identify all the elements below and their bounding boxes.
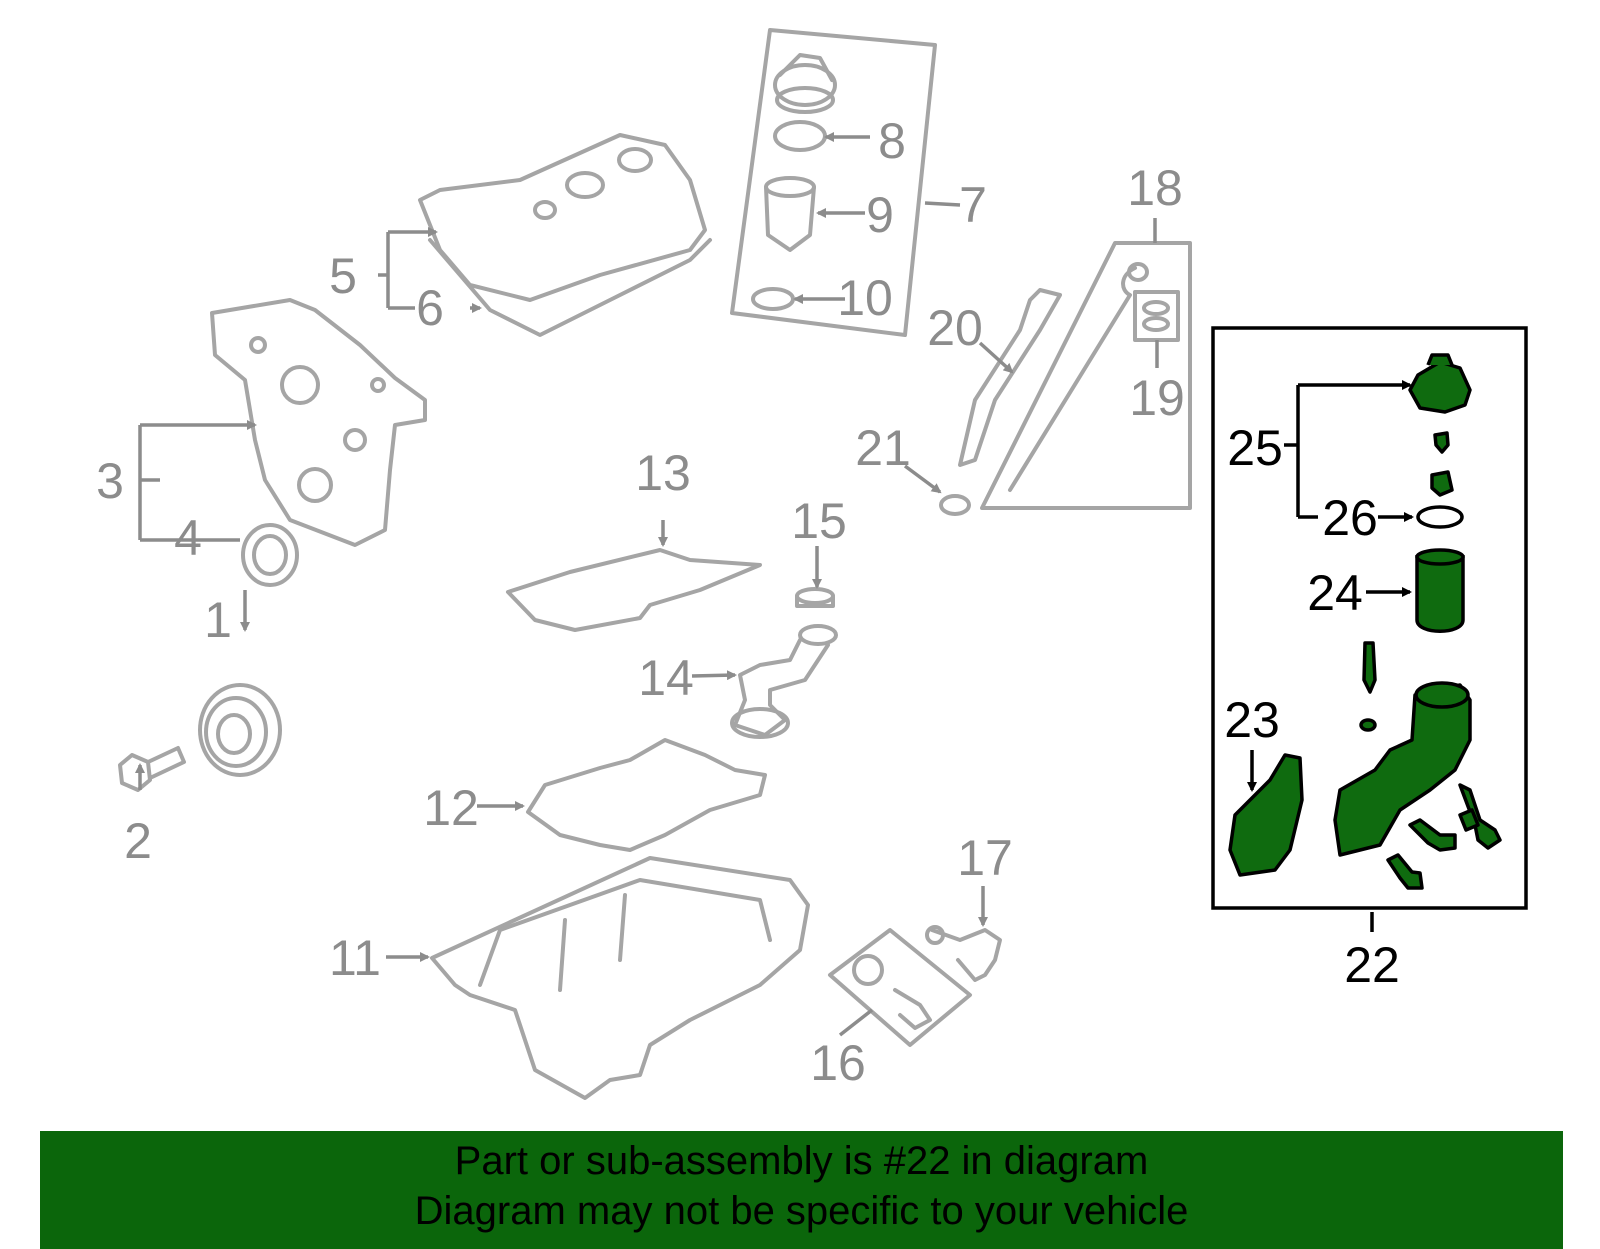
filler-seal-part — [773, 120, 827, 152]
callout-23: 23 — [1224, 692, 1280, 748]
oil-filler-group-box — [730, 28, 937, 337]
callout-7: 7 — [959, 177, 987, 233]
callout-10: 10 — [837, 270, 893, 326]
callout-21: 21 — [855, 420, 911, 476]
callout-labels: 1 2 3 4 5 6 7 8 9 10 11 12 13 14 15 16 1… — [96, 113, 1400, 1091]
callout-15: 15 — [791, 493, 847, 549]
callout-5: 5 — [329, 248, 357, 304]
windage-tray-part — [506, 548, 762, 632]
oil-pan-part — [430, 856, 810, 1100]
dipstick-seal-box — [1133, 290, 1180, 342]
callout-26: 26 — [1322, 490, 1378, 546]
valve-cover-gasket-part — [428, 238, 712, 337]
housing-bolt-part — [1458, 783, 1502, 850]
leader-lines — [135, 132, 1159, 1037]
cap-o-ring-part — [1416, 505, 1464, 529]
housing-bolt-part-3 — [1386, 853, 1424, 890]
banner-line-1: Part or sub-assembly is #22 in diagram — [454, 1139, 1149, 1183]
callout-3: 3 — [96, 453, 124, 509]
callout-1: 1 — [204, 592, 232, 648]
housing-plug-part-2 — [1458, 808, 1480, 832]
pickup-seal-part — [795, 587, 835, 608]
callout-14: 14 — [638, 650, 694, 706]
callout-11: 11 — [329, 930, 381, 986]
dipstick-seal-part-2 — [1142, 316, 1170, 332]
dipstick-group-box — [980, 241, 1192, 510]
callout-2: 2 — [124, 813, 152, 869]
callout-16: 16 — [810, 1035, 866, 1091]
housing-bolt-part-2 — [1408, 818, 1457, 852]
oil-pressure-sensor-part — [925, 925, 1002, 982]
callout-22: 22 — [1344, 937, 1400, 993]
oil-filter-part — [1415, 548, 1465, 633]
oil-filter-housing-group-box — [1211, 326, 1528, 910]
banner-line-2: Diagram may not be specific to your vehi… — [414, 1189, 1189, 1233]
drain-plug-part — [852, 954, 932, 1030]
oil-pump-pickup-part — [730, 624, 838, 739]
filler-o-ring-part — [751, 287, 795, 311]
callout-19: 19 — [1129, 370, 1185, 426]
callout-17: 17 — [957, 830, 1013, 886]
drain-plug-group-box — [828, 928, 972, 1047]
info-banner: Part or sub-assembly is #22 in diagram D… — [40, 1131, 1563, 1249]
oil-pan-gasket-part — [526, 738, 767, 852]
tube-o-ring-part — [939, 494, 971, 516]
callout-25: 25 — [1227, 420, 1283, 476]
bolt-part — [118, 746, 186, 792]
callout-4: 4 — [174, 510, 202, 566]
timing-cover-part — [210, 298, 427, 547]
balancer-pulley-part — [198, 683, 282, 777]
housing-stud-part — [1362, 641, 1377, 694]
dipstick-seal-part — [1142, 300, 1170, 316]
dipstick-tube-part — [958, 288, 1062, 467]
callout-24: 24 — [1307, 565, 1363, 621]
oil-filter-housing-part — [1333, 681, 1472, 857]
callout-18: 18 — [1127, 160, 1183, 216]
callout-12: 12 — [423, 780, 479, 836]
valve-seal-part — [1430, 470, 1454, 497]
callout-6: 6 — [416, 280, 444, 336]
oil-filler-cap-part — [773, 53, 837, 114]
leader-lines-highlight — [1247, 380, 1414, 932]
filler-tube-part — [764, 176, 816, 252]
housing-plug-part — [1359, 718, 1377, 732]
callout-13: 13 — [635, 445, 691, 501]
callout-20: 20 — [927, 300, 983, 356]
callout-9: 9 — [866, 187, 894, 243]
callout-8: 8 — [878, 113, 906, 169]
dipstick-handle-part — [1127, 262, 1149, 282]
oil-filter-cap-part — [1408, 353, 1472, 414]
oil-filter-adapter-gasket-part — [1228, 753, 1304, 877]
drain-valve-part — [1433, 431, 1450, 454]
front-seal-part — [241, 523, 299, 587]
